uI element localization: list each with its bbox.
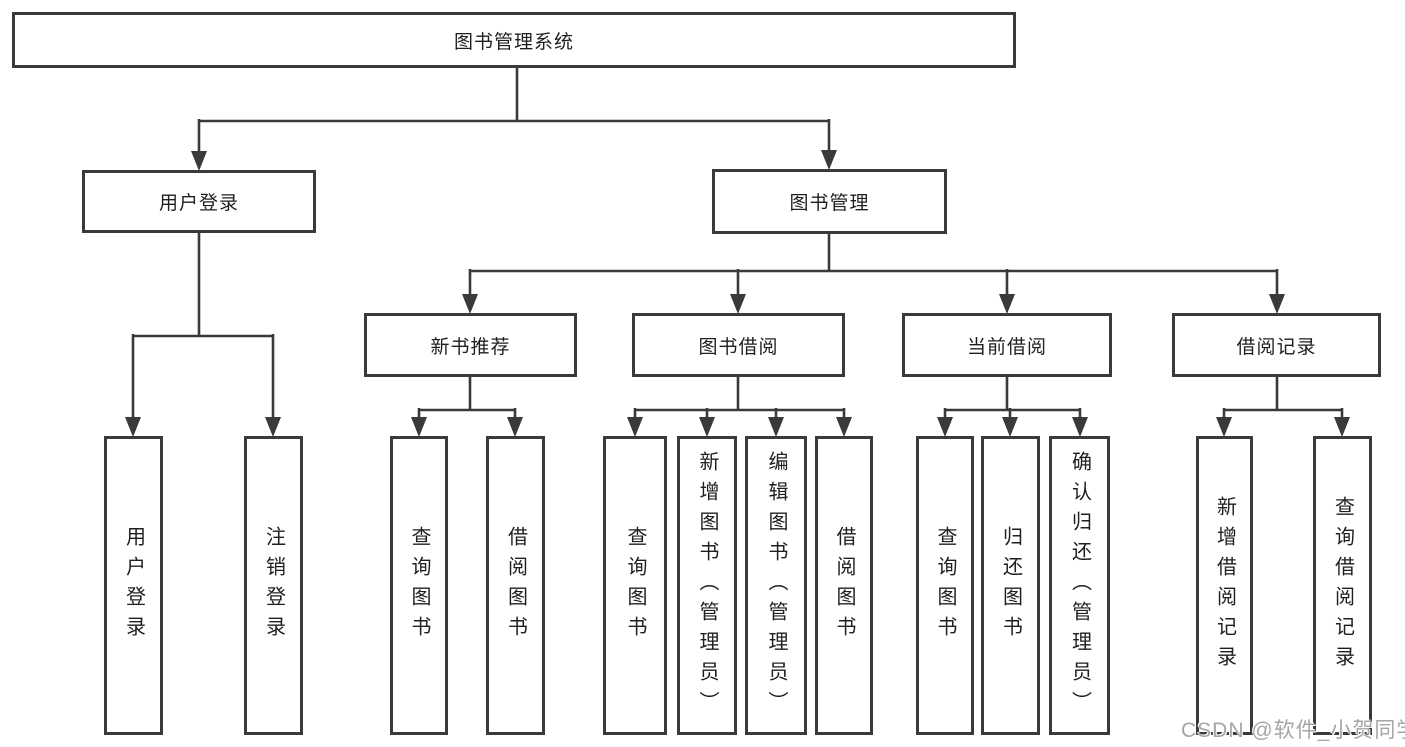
node-book-borrowing: 图书借阅 <box>632 313 845 377</box>
node-library-management-system: 图书管理系统 <box>12 12 1016 68</box>
leaf-return-books: 归还图书 <box>981 436 1040 735</box>
node-borrowing-records: 借阅记录 <box>1172 313 1381 377</box>
node-user-login: 用户登录 <box>82 170 316 233</box>
watermark: CSDN @软件_小贺同学 <box>1181 719 1405 742</box>
leaf-add-books-admin: 新增图书（管理员） <box>677 436 737 735</box>
leaf-user-login: 用户登录 <box>104 436 163 735</box>
leaf-query-borrow-record: 查询借阅记录 <box>1313 436 1372 735</box>
leaf-query-books-borrowing: 查询图书 <box>603 436 667 735</box>
leaf-borrow-books-recommend: 借阅图书 <box>486 436 545 735</box>
node-book-management: 图书管理 <box>712 169 947 234</box>
leaf-query-books-current: 查询图书 <box>916 436 974 735</box>
leaf-edit-books-admin: 编辑图书（管理员） <box>745 436 807 735</box>
leaf-add-borrow-record: 新增借阅记录 <box>1196 436 1253 735</box>
leaf-borrow-books: 借阅图书 <box>815 436 873 735</box>
node-new-book-recommendation: 新书推荐 <box>364 313 577 377</box>
leaf-query-books-recommend: 查询图书 <box>390 436 448 735</box>
leaf-confirm-return-admin: 确认归还（管理员） <box>1049 436 1110 735</box>
leaf-logout: 注销登录 <box>244 436 303 735</box>
node-current-borrowing: 当前借阅 <box>902 313 1112 377</box>
